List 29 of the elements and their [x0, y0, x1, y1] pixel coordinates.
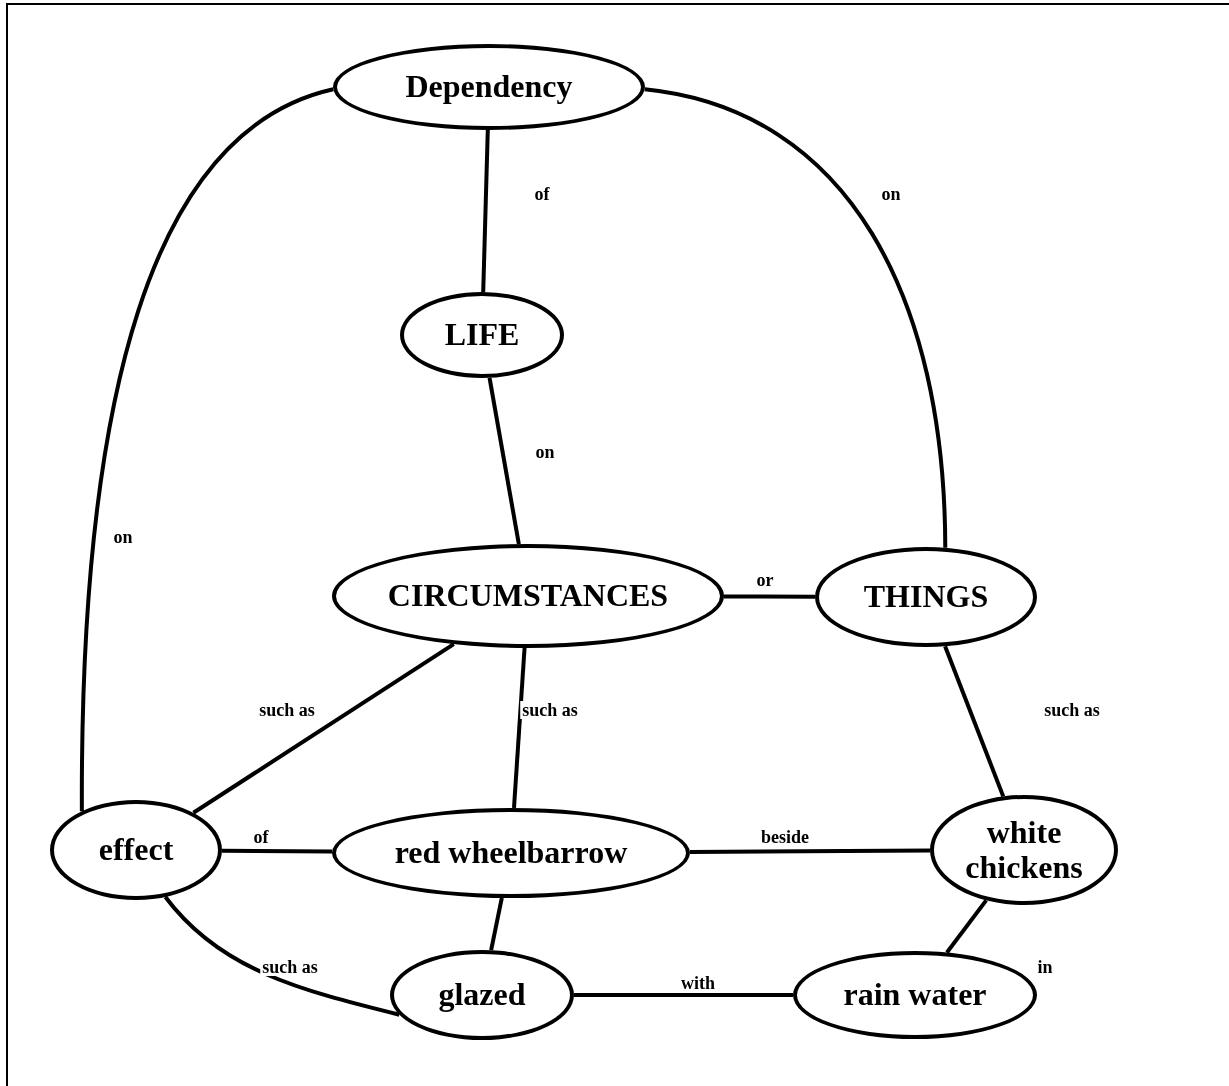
node-label: white chickens: [964, 814, 1084, 886]
edge-label: beside: [759, 828, 811, 846]
edge-label: in: [1035, 958, 1055, 976]
node-label: red wheelbarrow: [394, 835, 628, 871]
node-label: Dependency: [405, 69, 573, 105]
connector-line: [689, 848, 930, 854]
edge-label: such as: [257, 701, 317, 719]
connector-line: [574, 993, 793, 997]
connector-line: [724, 594, 815, 599]
node-label: LIFE: [444, 317, 520, 353]
edge-label: such as: [1042, 701, 1102, 719]
connector-line: [481, 129, 490, 293]
node-label: glazed: [438, 977, 526, 1013]
edge-label: with: [679, 974, 717, 992]
connector-line: [943, 645, 1006, 798]
node-label: THINGS: [863, 579, 989, 615]
edge-label: of: [532, 185, 552, 203]
node-label: CIRCUMSTANCES: [387, 578, 669, 614]
edge-label: such as: [260, 958, 320, 976]
edge-label: such as: [520, 701, 580, 719]
node-label: effect: [98, 832, 174, 868]
connector-line: [487, 377, 521, 545]
connector-line: [489, 897, 504, 951]
connector-line: [221, 848, 333, 854]
connector-line: [512, 647, 527, 809]
node-label: rain water: [843, 977, 987, 1013]
connector-line: [79, 87, 334, 812]
edge-label: of: [251, 828, 271, 846]
connector-line: [644, 87, 948, 548]
